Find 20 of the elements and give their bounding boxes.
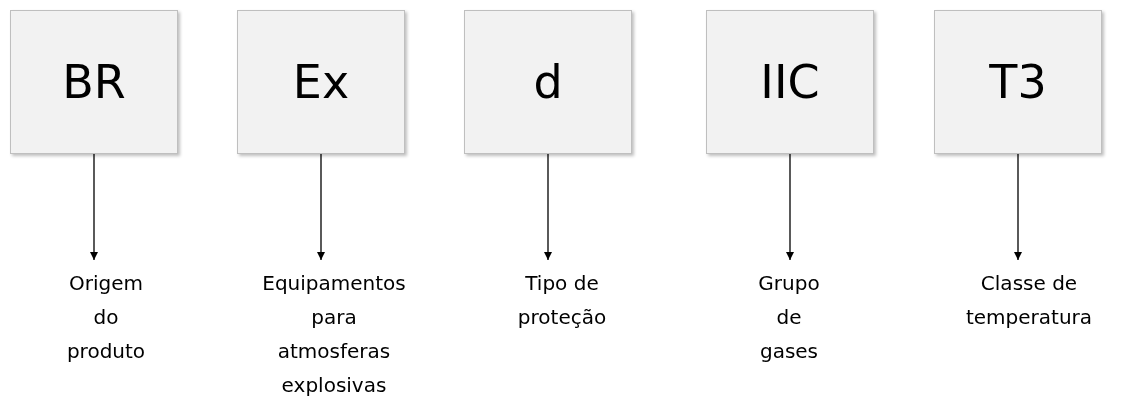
arrow [544, 153, 552, 261]
code-text: BR [62, 55, 126, 109]
arrow [1014, 153, 1022, 261]
code-text: T3 [989, 55, 1047, 109]
code-text: IIC [760, 55, 820, 109]
code-box [464, 10, 632, 154]
meaning-text: Classe de temperatura [965, 266, 1093, 334]
code-box [706, 10, 874, 154]
meaning-text: Tipo de proteção [517, 266, 607, 334]
arrow [317, 153, 325, 261]
code-text: d [533, 55, 563, 109]
meaning-text: Origem do produto [66, 266, 146, 368]
meaning-text: Grupo de gases [758, 266, 820, 368]
code-box [934, 10, 1102, 154]
code-box [10, 10, 178, 154]
arrow [786, 153, 794, 261]
code-text: Ex [292, 55, 350, 109]
code-box [237, 10, 405, 154]
arrow [90, 153, 98, 261]
meaning-text: Equipamentos para atmosferas explosivas [262, 266, 406, 402]
